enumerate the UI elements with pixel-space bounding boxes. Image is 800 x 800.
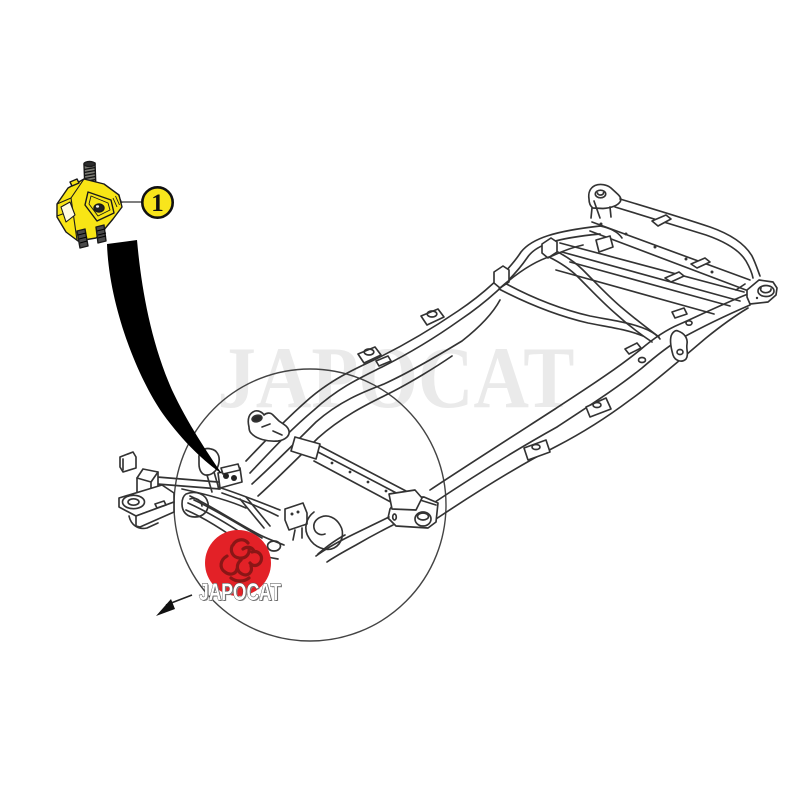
svg-text:1: 1: [151, 190, 164, 217]
svg-text:JAPOCAT: JAPOCAT: [200, 580, 282, 607]
svg-text:JAPOCAT: JAPOCAT: [199, 579, 281, 606]
